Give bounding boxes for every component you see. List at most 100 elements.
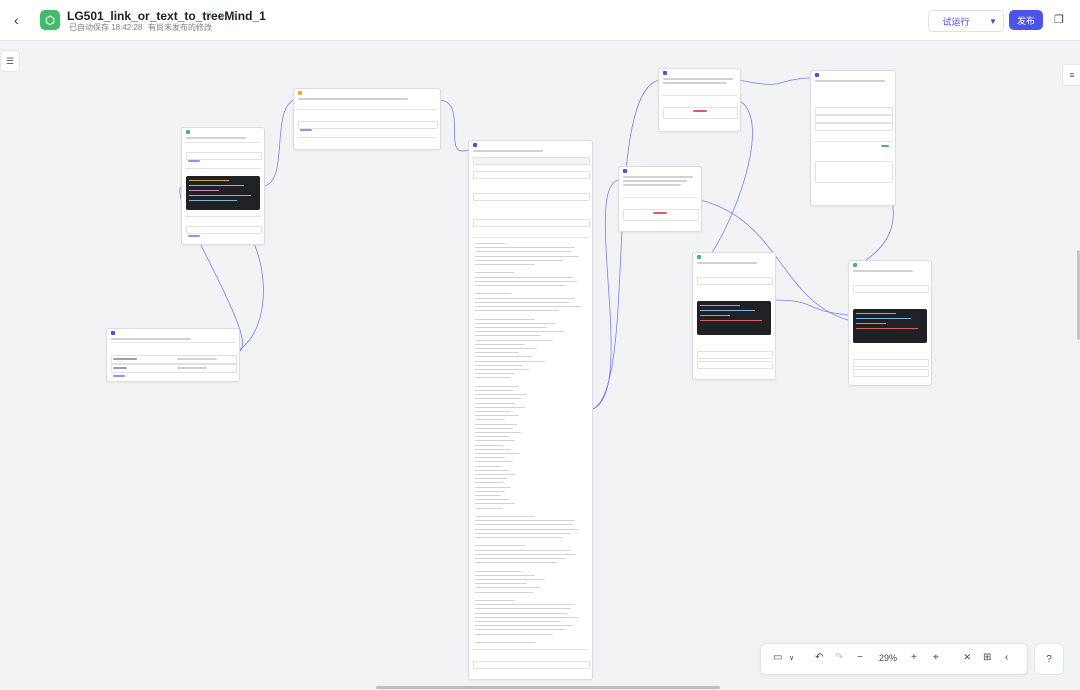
- node-header: [107, 329, 239, 337]
- prompt-line: [475, 394, 527, 396]
- prompt-line: [475, 259, 563, 261]
- prompt-line: [475, 532, 571, 534]
- zoom-out-icon[interactable]: −: [857, 652, 863, 663]
- redo-icon[interactable]: ↷: [835, 652, 844, 663]
- prompt-line: [475, 616, 579, 618]
- prompt-line: [475, 558, 565, 559]
- prompt-line: [475, 612, 567, 614]
- prompt-line: [475, 549, 571, 551]
- prompt-line: [475, 285, 565, 286]
- prompt-line: [475, 402, 515, 404]
- prompt-line: [475, 264, 535, 265]
- prompt-line: [475, 301, 569, 303]
- prompt-line: [475, 373, 515, 375]
- prompt-line: [475, 369, 529, 370]
- help-icon[interactable]: ?: [1034, 643, 1064, 675]
- prompt-line: [475, 486, 511, 488]
- prompt-line: [475, 343, 525, 345]
- prompt-line: [475, 423, 517, 425]
- check-circle-icon: ●: [220, 11, 228, 20]
- prompt-line: [475, 293, 511, 295]
- prompt-line: [475, 600, 515, 601]
- prompt-line: [475, 398, 521, 400]
- workflow-node[interactable]: [106, 328, 240, 382]
- prompt-line: [475, 331, 565, 333]
- prompt-line: [475, 545, 525, 547]
- edge: [437, 99, 469, 152]
- prompt-line: [475, 390, 513, 391]
- prompt-line: [475, 385, 519, 387]
- prompt-line: [475, 352, 519, 354]
- prompt-line: [475, 465, 501, 467]
- prompt-line: [475, 579, 545, 580]
- prompt-line: [475, 276, 573, 278]
- prompt-line: [475, 436, 509, 438]
- edge: [771, 299, 849, 316]
- edit-icon[interactable]: ✎: [231, 11, 241, 20]
- prompt-line: [475, 377, 511, 379]
- minimap-icon[interactable]: ▭: [773, 652, 783, 663]
- edge: [261, 99, 295, 187]
- prompt-line: [475, 608, 571, 610]
- code-editor[interactable]: [697, 301, 771, 335]
- prompt-line: [475, 499, 509, 501]
- publish-button[interactable]: 发布: [1009, 10, 1043, 30]
- zoom-level[interactable]: 29%: [879, 653, 898, 663]
- workflow-node[interactable]: [618, 166, 702, 232]
- prompt-line: [475, 570, 521, 572]
- prompt-line: [475, 633, 553, 635]
- undo-icon[interactable]: ↶: [815, 652, 824, 663]
- horizontal-scrollbar[interactable]: [376, 686, 720, 689]
- workflow-title[interactable]: LG501_link_or_text_to_treeMind_1: [67, 9, 266, 23]
- prompt-line: [475, 415, 519, 417]
- edge: [589, 79, 661, 411]
- prompt-line: [475, 440, 515, 442]
- prompt-line: [475, 642, 535, 643]
- unpublished-status: 有尚未发布的修改: [148, 23, 212, 32]
- chevron-left-icon[interactable]: ‹: [14, 12, 19, 28]
- prompt-line: [475, 272, 515, 274]
- chevron-down-icon[interactable]: ∨: [789, 655, 795, 662]
- copy-icon[interactable]: ❐: [1054, 14, 1064, 26]
- prompt-line: [475, 604, 575, 606]
- workflow-node[interactable]: [810, 70, 896, 206]
- edge: [699, 199, 849, 321]
- prompt-line: [475, 318, 535, 320]
- workflow-node[interactable]: [181, 127, 265, 245]
- prompt-line: [475, 587, 541, 589]
- prompt-line: [475, 625, 573, 627]
- chevron-down-icon[interactable]: ▼: [989, 16, 997, 26]
- prompt-line: [475, 348, 537, 349]
- prompt-line: [475, 524, 573, 526]
- document-icon[interactable]: ☰: [0, 50, 20, 72]
- layout-icon[interactable]: ⊞: [983, 652, 992, 663]
- zoom-in-icon[interactable]: +: [911, 652, 917, 663]
- edge: [589, 179, 621, 411]
- prompt-line: [475, 528, 579, 530]
- prompt-line: [475, 297, 575, 299]
- prompt-line: [475, 419, 505, 421]
- workflow-node[interactable]: [468, 140, 593, 680]
- collapse-icon[interactable]: ⨯: [963, 652, 972, 663]
- prompt-line: [475, 247, 575, 249]
- workflow-node[interactable]: [848, 260, 932, 386]
- prompt-line: [475, 255, 579, 257]
- vertical-scrollbar[interactable]: [1077, 250, 1080, 340]
- fit-view-icon[interactable]: ⌖: [933, 652, 939, 663]
- prompt-line: [475, 469, 509, 471]
- prompt-line: [475, 243, 505, 244]
- prompt-line: [475, 562, 557, 564]
- prompt-line: [475, 427, 513, 429]
- prompt-line: [475, 591, 533, 593]
- back-icon[interactable]: ‹: [1005, 652, 1009, 663]
- prompt-line: [475, 335, 541, 337]
- test-run-button[interactable]: 试运行 ▼: [928, 10, 1004, 32]
- workflow-node[interactable]: [293, 88, 441, 150]
- list-icon[interactable]: ≡: [1062, 64, 1080, 86]
- code-editor[interactable]: [853, 309, 927, 343]
- workflow-node[interactable]: [658, 68, 741, 132]
- code-editor[interactable]: [186, 176, 260, 210]
- info-icon[interactable]: ⓘ: [206, 11, 216, 20]
- workflow-node[interactable]: [692, 252, 776, 380]
- prompt-line: [475, 360, 545, 362]
